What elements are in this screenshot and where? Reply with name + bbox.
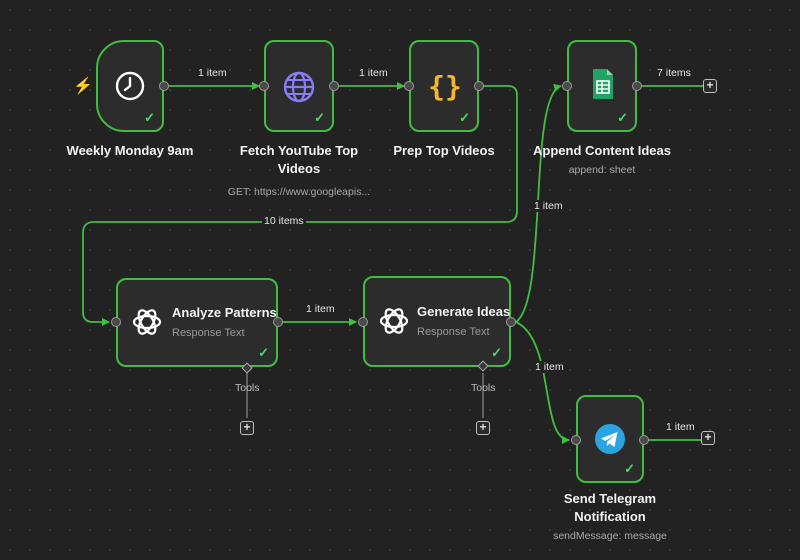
edge-label-fetch-prep: 1 item [357,67,390,79]
edge-label-analyze-generate: 1 item [304,303,337,315]
node-title: Generate Ideas [417,304,511,319]
edge-label-generate-append: 1 item [532,200,565,212]
success-check-icon: ✓ [459,110,470,125]
node-fetch-youtube[interactable]: ✓ [264,40,334,132]
success-check-icon: ✓ [144,110,155,125]
edge-label-telegram-out: 1 item [664,421,697,433]
edge-label-append-out: 7 items [655,67,693,79]
node-title: Prep Top Videos [393,143,495,158]
node-subtitle: sendMessage: message [553,530,667,542]
output-port[interactable] [506,317,516,327]
add-tool-button[interactable]: + [476,421,490,435]
input-port[interactable] [259,81,269,91]
code-braces-icon: {} [428,70,462,103]
input-port[interactable] [404,81,414,91]
edge-generate-telegram [515,321,570,444]
tools-label: Tools [235,382,260,394]
node-title-line2: Videos [277,161,321,176]
edge-label-generate-telegram: 1 item [533,361,566,373]
node-generate-ideas[interactable]: Generate Ideas Response Text ✓ [363,276,511,367]
input-port[interactable] [111,317,121,327]
google-sheets-icon [593,69,613,99]
node-prep-top-videos[interactable]: {} ✓ [409,40,479,132]
success-check-icon: ✓ [314,110,325,125]
trigger-bolt-icon: ⚡ [73,78,93,95]
output-port[interactable] [639,435,649,445]
input-port[interactable] [571,435,581,445]
output-port[interactable] [329,81,339,91]
add-tool-button[interactable]: + [240,421,254,435]
input-port[interactable] [358,317,368,327]
openai-icon [379,308,409,334]
node-title: Append Content Ideas [533,143,671,158]
node-title-line1: Fetch YouTube Top [239,143,359,158]
node-subtitle: Response Text [417,326,490,338]
tools-label: Tools [471,382,496,394]
node-subtitle: GET: https://www.googleapis... [227,186,371,198]
node-title: Weekly Monday 9am [66,143,194,158]
openai-icon [132,309,162,335]
success-check-icon: ✓ [258,345,269,360]
node-title-line1: Send Telegram [563,491,657,506]
telegram-icon [595,424,625,454]
node-title: Analyze Patterns [172,305,277,320]
svg-text:{}: {} [428,70,462,103]
node-subtitle: Response Text [172,327,245,339]
node-title: Send Telegram Notification [540,490,680,526]
globe-icon [283,71,315,103]
success-check-icon: ✓ [491,345,502,360]
edge-label-weekly-fetch: 1 item [196,67,229,79]
node-weekly-monday[interactable]: ✓ [96,40,164,132]
add-node-button[interactable]: + [701,431,715,445]
output-port[interactable] [159,81,169,91]
success-check-icon: ✓ [624,461,635,476]
add-node-button[interactable]: + [703,79,717,93]
node-send-telegram[interactable]: ✓ [576,395,644,483]
edge-label-prep-analyze: 10 items [262,215,306,227]
node-append-content-ideas[interactable]: ✓ [567,40,637,132]
node-title: Fetch YouTube Top Videos [229,142,369,178]
output-port[interactable] [632,81,642,91]
node-title-line2: Notification [574,509,646,524]
node-subtitle: append: sheet [568,164,636,176]
clock-icon [115,71,145,101]
node-analyze-patterns[interactable]: Analyze Patterns Response Text ✓ [116,278,278,367]
input-port[interactable] [562,81,572,91]
success-check-icon: ✓ [617,110,628,125]
output-port[interactable] [273,317,283,327]
edge-generate-append [515,84,562,323]
output-port[interactable] [474,81,484,91]
